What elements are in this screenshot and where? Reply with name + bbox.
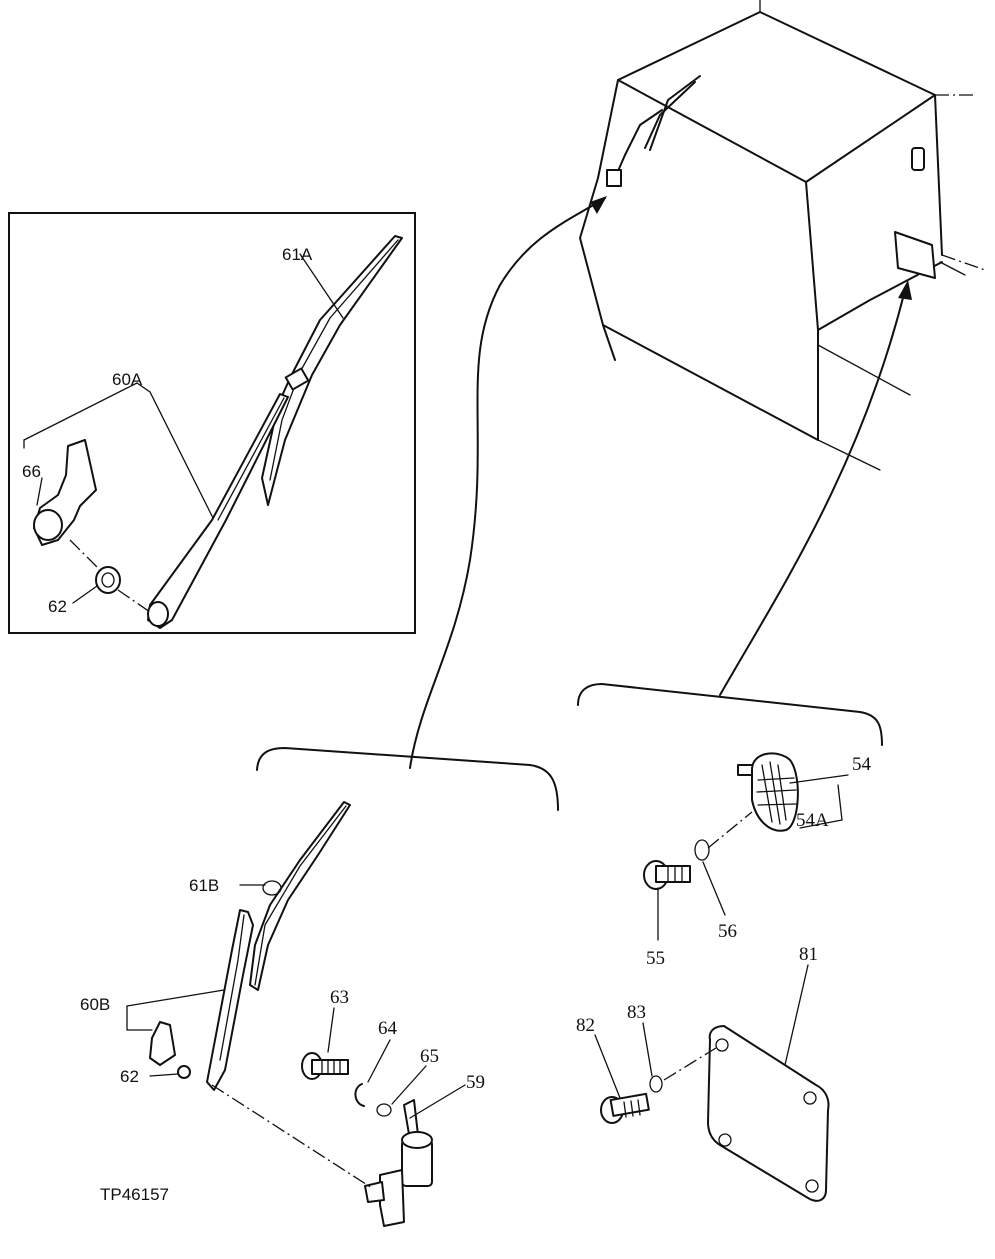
connector-curves bbox=[409, 196, 912, 769]
callout-64: 64 bbox=[378, 1018, 398, 1039]
callout-54: 54 bbox=[852, 754, 872, 775]
callout-54A: 54A bbox=[796, 810, 829, 831]
wiper-group bbox=[126, 801, 466, 1227]
side-lamp-icon bbox=[911, 147, 925, 171]
callout-60A: 60A bbox=[112, 370, 143, 389]
figure-id: TP46157 bbox=[100, 1185, 169, 1204]
callout-labels: 61A 60A 66 62 61B 60B 62 63 64 65 59 54 … bbox=[22, 245, 872, 1204]
callout-63: 63 bbox=[330, 987, 349, 1008]
callout-59: 59 bbox=[466, 1072, 485, 1093]
callout-66: 66 bbox=[22, 462, 41, 481]
callout-56: 56 bbox=[718, 921, 737, 942]
wiper-motor-icon bbox=[606, 169, 622, 187]
group-braces bbox=[256, 683, 883, 811]
callout-61B: 61B bbox=[189, 876, 219, 895]
callout-83: 83 bbox=[627, 1002, 646, 1023]
callout-82: 82 bbox=[576, 1015, 595, 1036]
lamp-group bbox=[594, 752, 849, 1202]
callout-62-inset: 62 bbox=[48, 597, 67, 616]
callout-61A: 61A bbox=[282, 245, 313, 264]
cab-illustration bbox=[579, 0, 986, 471]
callout-60B: 60B bbox=[80, 995, 110, 1014]
callout-55: 55 bbox=[646, 948, 665, 969]
callout-62: 62 bbox=[120, 1067, 139, 1086]
cover-plate-icon bbox=[894, 231, 936, 279]
callout-81: 81 bbox=[799, 944, 818, 965]
callout-65: 65 bbox=[420, 1046, 439, 1067]
inset-box bbox=[8, 212, 416, 634]
